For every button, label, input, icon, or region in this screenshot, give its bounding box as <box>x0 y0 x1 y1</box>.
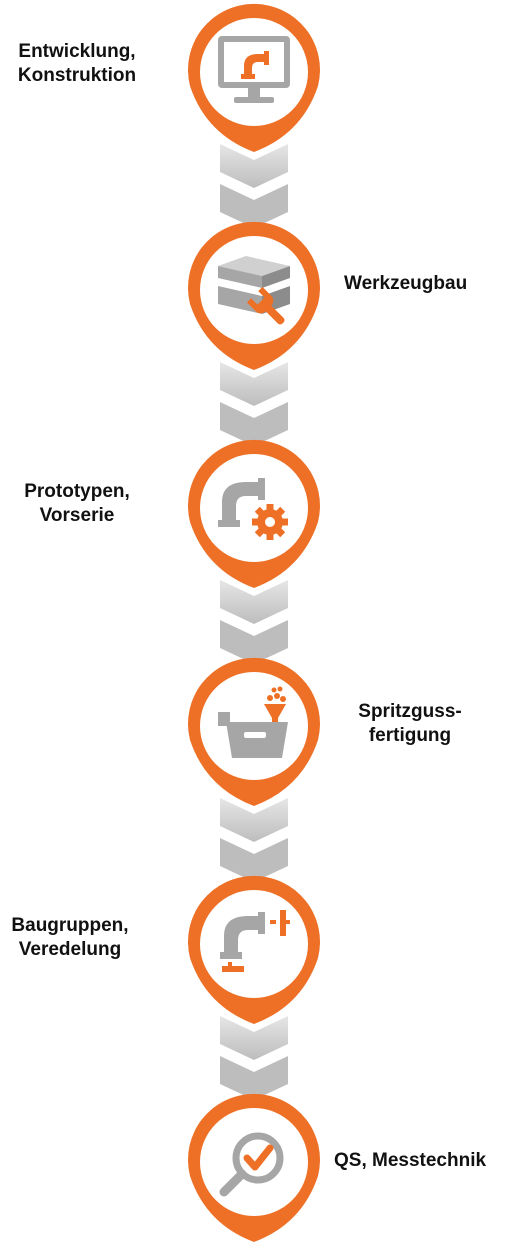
step-node <box>188 875 320 1024</box>
step-node <box>188 3 320 153</box>
label-line: Baugruppen, <box>11 915 129 936</box>
step-label-spritzguss: Spritzguss- fertigung <box>340 700 480 748</box>
pipe-assembly-icon <box>220 910 290 972</box>
step-label-entwicklung: Entwicklung, Konstruktion <box>8 40 146 88</box>
step-label-qs: QS, Messtechnik <box>334 1149 486 1173</box>
magnifier-check-icon <box>219 1132 284 1197</box>
pipe-gear-icon <box>218 478 288 540</box>
connector <box>220 362 288 446</box>
step-node <box>188 221 320 371</box>
label-line: Werkzeugbau <box>344 273 468 294</box>
step-node <box>188 439 320 588</box>
monitor-pipe-icon <box>218 36 290 103</box>
label-line: fertigung <box>368 725 452 746</box>
label-line: Vorserie <box>39 505 115 526</box>
mold-wrench-icon <box>218 256 290 325</box>
label-line: Spritzguss- <box>358 701 462 722</box>
label-line: QS, Messtechnik <box>334 1150 487 1171</box>
label-line: Veredelung <box>18 939 122 960</box>
step-label-baugruppen: Baugruppen, Veredelung <box>0 914 140 962</box>
step-label-prototypen: Prototypen, Vorserie <box>8 480 146 528</box>
label-line: Entwicklung, <box>18 41 136 62</box>
connector <box>220 1016 288 1100</box>
connector <box>220 798 288 882</box>
label-line: Prototypen, <box>24 481 130 502</box>
connector <box>220 144 288 228</box>
step-node <box>188 1093 320 1242</box>
step-label-werkzeugbau: Werkzeugbau <box>344 272 467 296</box>
connector <box>220 580 288 664</box>
injection-machine-icon <box>218 686 288 758</box>
label-line: Konstruktion <box>17 65 137 86</box>
step-node <box>188 657 320 806</box>
